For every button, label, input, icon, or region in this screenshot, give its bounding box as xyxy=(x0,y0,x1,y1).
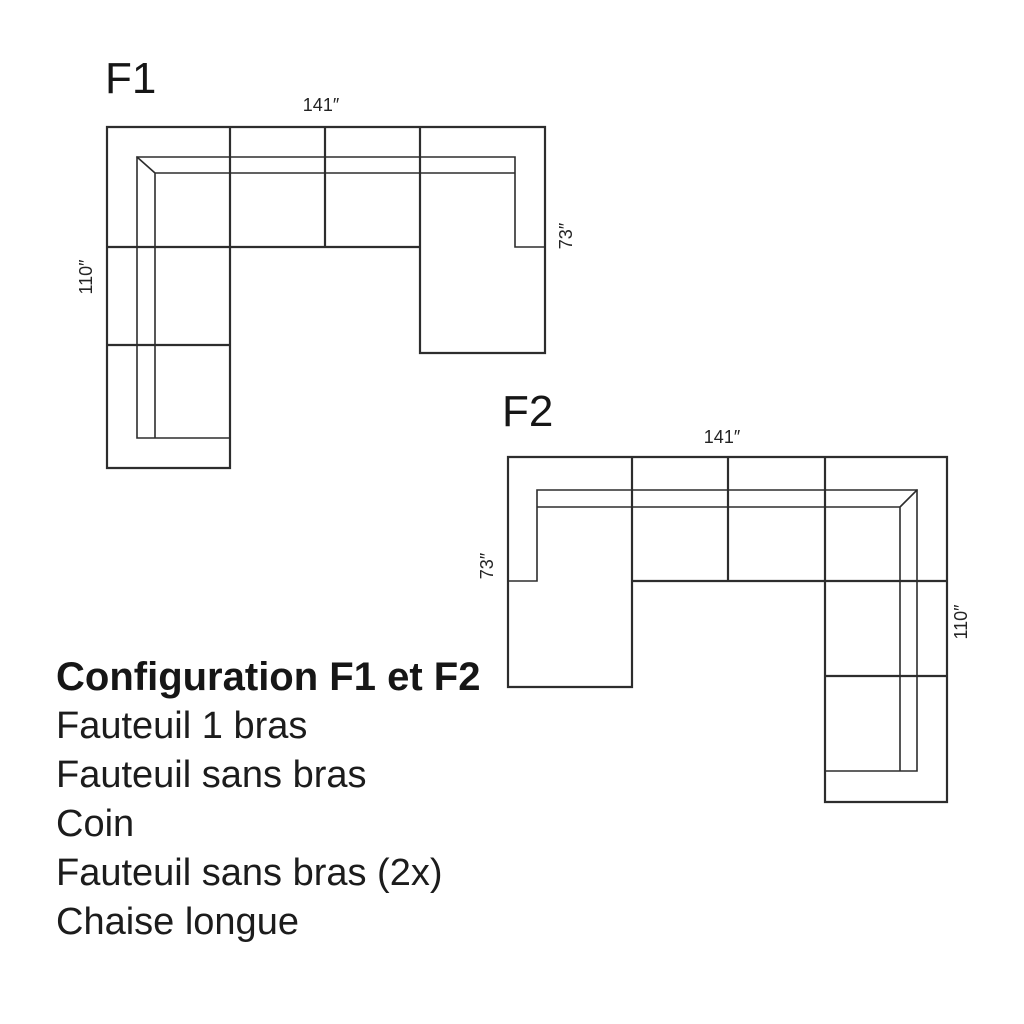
f2-dim-top: 141″ xyxy=(703,427,741,447)
f1-inner-lines xyxy=(135,155,546,439)
f2-outer-lines xyxy=(506,455,949,804)
configuration-item: Chaise longue xyxy=(56,901,299,943)
f2-dim-left: 73″ xyxy=(477,552,497,580)
f2-inner-lines xyxy=(507,488,919,772)
f2-label: F2 xyxy=(502,387,554,436)
configuration-items: Fauteuil 1 bras Fauteuil sans bras Coin … xyxy=(56,702,480,947)
configuration-item: Coin xyxy=(56,803,135,845)
f1-dim-left: 110″ xyxy=(76,259,96,295)
f1-dim-right: 73″ xyxy=(556,222,576,250)
configuration-item: Fauteuil sans bras xyxy=(56,754,367,796)
f1-outer-lines xyxy=(105,125,547,470)
f1-sectional-outline xyxy=(105,125,547,470)
f1-label: F1 xyxy=(105,54,157,103)
f2-dim-right: 110″ xyxy=(951,604,971,640)
configuration-title: Configuration F1 et F2 xyxy=(56,655,481,699)
configuration-item: Fauteuil 1 bras xyxy=(56,705,308,747)
f2-sectional-outline xyxy=(506,455,949,804)
configuration-item: Fauteuil sans bras (2x) xyxy=(56,852,443,894)
configuration-legend: Configuration F1 et F2 Fauteuil 1 bras F… xyxy=(56,654,480,947)
f1-dim-top: 141″ xyxy=(302,95,340,115)
